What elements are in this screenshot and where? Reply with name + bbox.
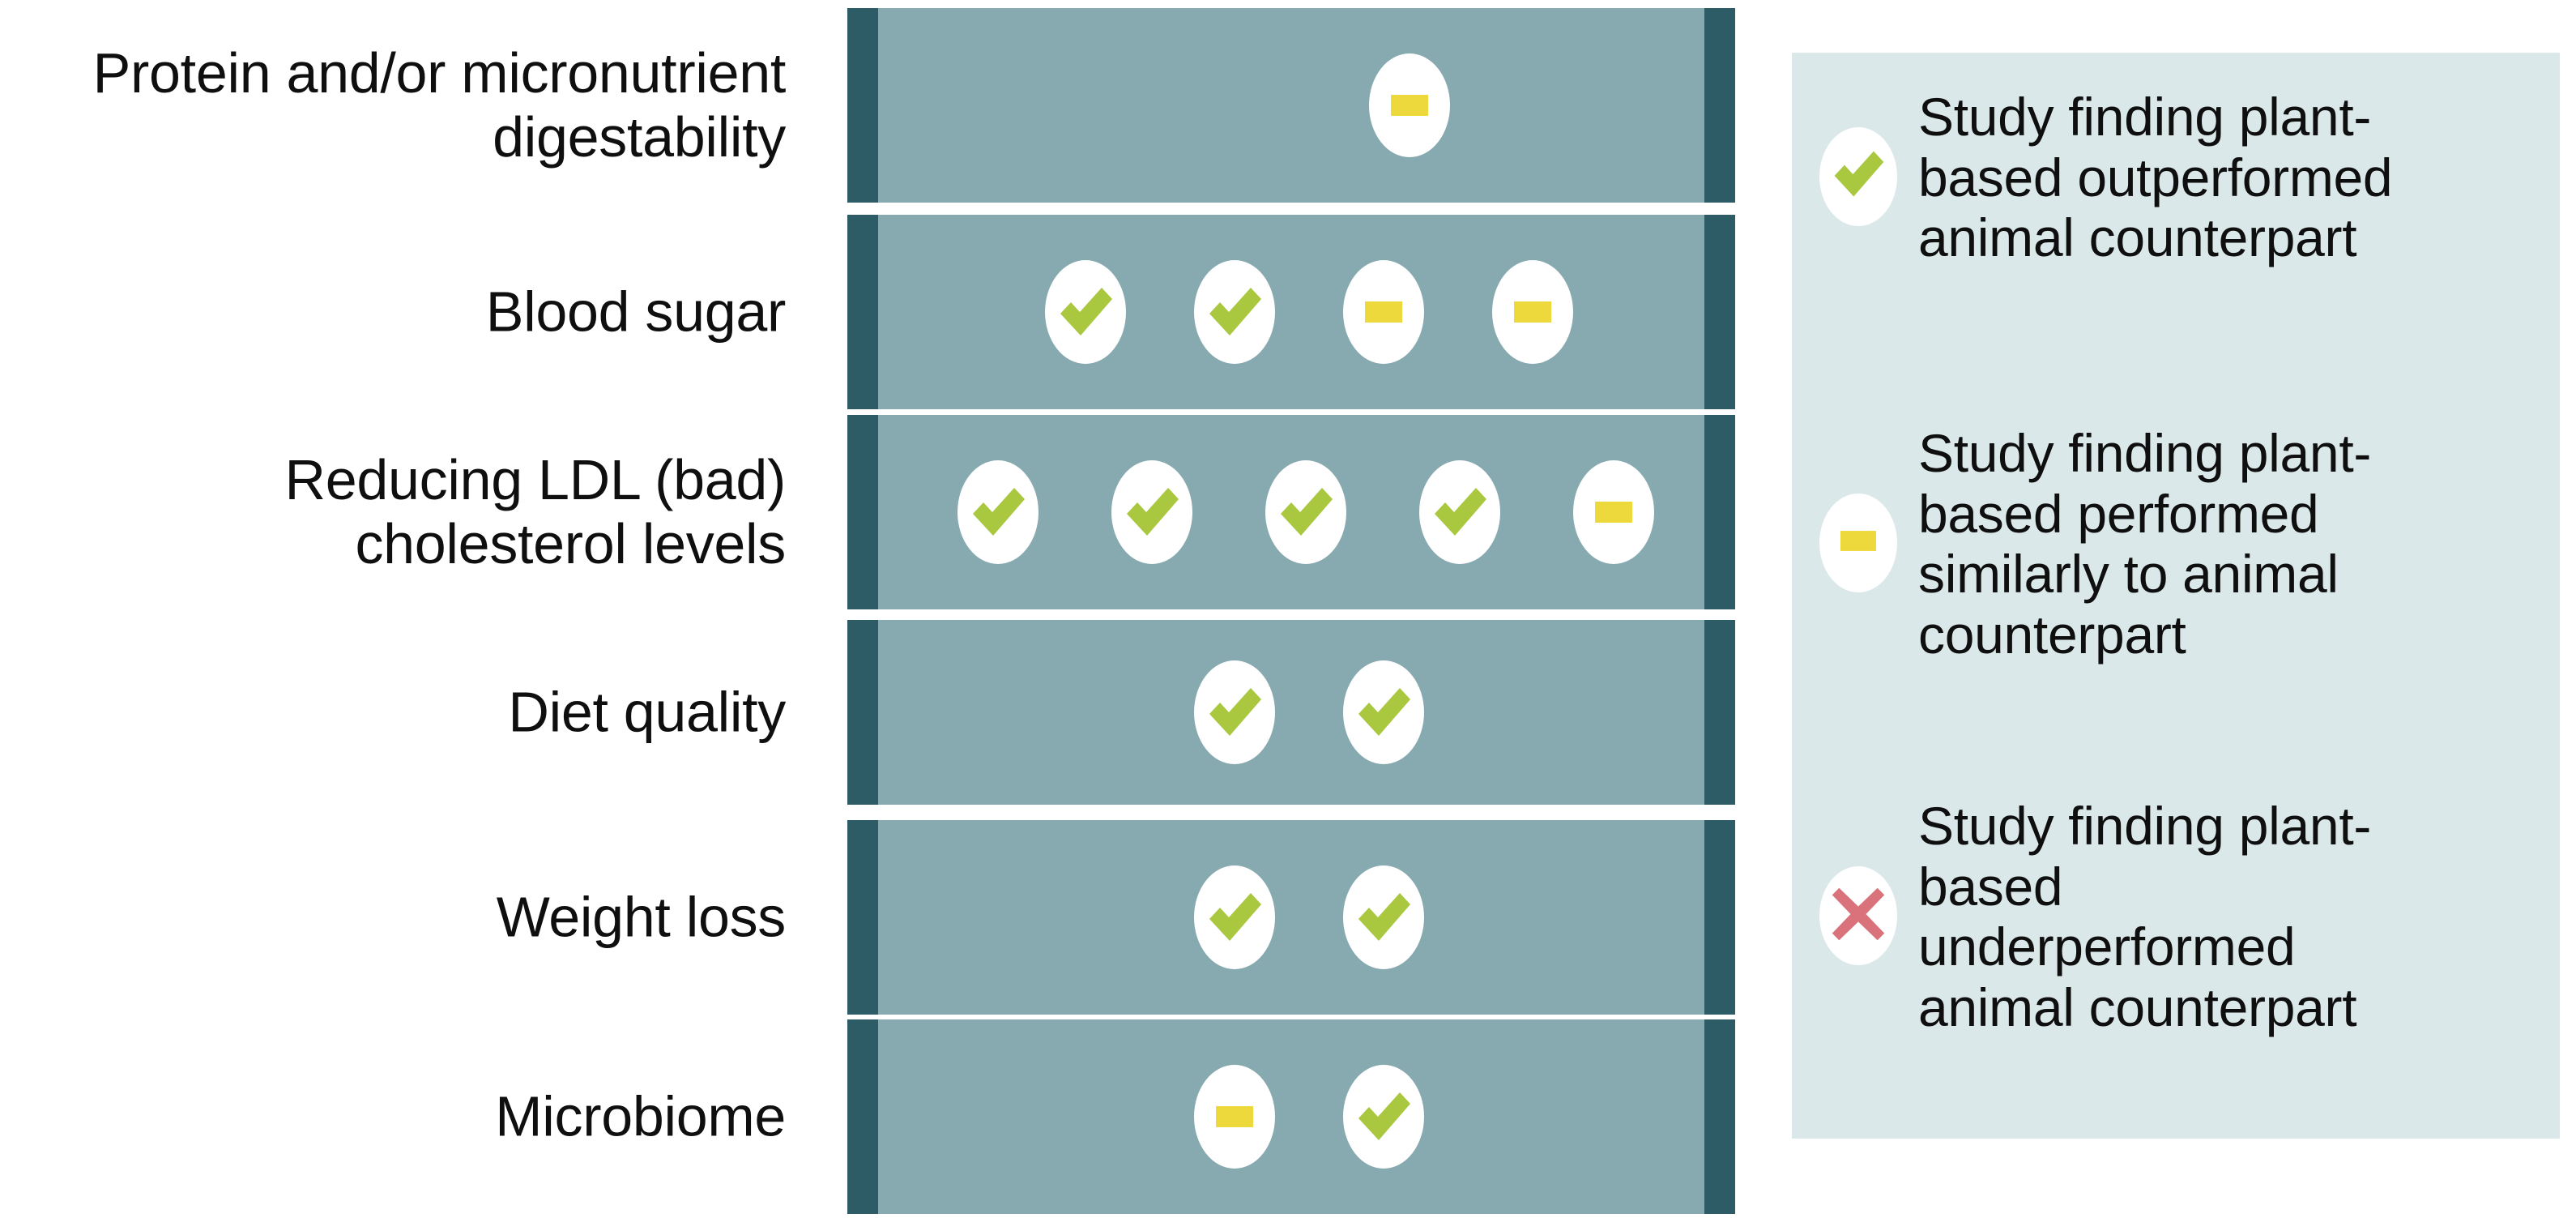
check-mark-icon bbox=[1204, 682, 1265, 743]
check-mark-icon bbox=[1829, 145, 1887, 207]
bar-end-cap-right bbox=[1704, 8, 1735, 203]
study-result-marker bbox=[1194, 865, 1275, 969]
bar-end-cap-right bbox=[1704, 415, 1735, 609]
study-result-marker bbox=[1343, 260, 1424, 364]
study-result-marker bbox=[1343, 660, 1424, 764]
legend-marker bbox=[1819, 126, 1897, 226]
bar-end-cap-left bbox=[847, 8, 878, 203]
check-mark-icon bbox=[1353, 682, 1414, 743]
legend-marker bbox=[1819, 866, 1897, 965]
row-label: Diet quality bbox=[508, 680, 786, 744]
bar-end-cap-left bbox=[847, 215, 878, 409]
row-label: Protein and/or micronutrient digestabili… bbox=[92, 41, 787, 169]
check-mark-icon bbox=[1204, 281, 1265, 343]
bar-track bbox=[878, 1019, 1704, 1214]
dash-equal-icon bbox=[1391, 95, 1428, 116]
study-result-marker bbox=[957, 460, 1039, 564]
legend-panel: Study finding plant- based outperformed … bbox=[1792, 53, 2560, 1139]
legend-label: Study finding plant- based underperforme… bbox=[1918, 796, 2372, 1037]
study-result-marker bbox=[1343, 865, 1424, 969]
bar-row bbox=[847, 415, 1735, 609]
check-mark-icon bbox=[1121, 481, 1183, 543]
legend-marker bbox=[1819, 494, 1897, 592]
bar-row bbox=[847, 620, 1735, 805]
row-label: Microbiome bbox=[495, 1084, 786, 1148]
study-result-marker bbox=[1419, 460, 1500, 564]
study-result-marker bbox=[1194, 660, 1275, 764]
bar-track bbox=[878, 8, 1704, 203]
check-mark-icon bbox=[1055, 281, 1116, 343]
study-result-marker bbox=[1194, 1065, 1275, 1169]
study-result-marker bbox=[1343, 1065, 1424, 1169]
dash-equal-icon bbox=[1840, 531, 1876, 555]
study-result-marker bbox=[1111, 460, 1192, 564]
legend-item: Study finding plant- based underperforme… bbox=[1819, 794, 2540, 1037]
check-mark-icon bbox=[1353, 887, 1414, 948]
row-label: Blood sugar bbox=[485, 280, 787, 344]
check-mark-icon bbox=[1429, 481, 1491, 543]
bar-track bbox=[878, 620, 1704, 805]
check-mark-icon bbox=[1353, 1086, 1414, 1147]
bar-end-cap-left bbox=[847, 620, 878, 805]
cross-mark-icon bbox=[1829, 885, 1887, 947]
bar-end-cap-right bbox=[1704, 620, 1735, 805]
dash-equal-icon bbox=[1216, 1106, 1253, 1127]
check-mark-icon bbox=[1204, 887, 1265, 948]
bar-row bbox=[847, 215, 1735, 409]
check-mark-icon bbox=[1275, 481, 1337, 543]
study-result-marker bbox=[1194, 260, 1275, 364]
bar-end-cap-right bbox=[1704, 820, 1735, 1015]
check-mark-icon bbox=[967, 481, 1029, 543]
legend-item: Study finding plant- based outperformed … bbox=[1819, 85, 2540, 268]
bar-row bbox=[847, 1019, 1735, 1214]
bar-row bbox=[847, 820, 1735, 1015]
dash-equal-icon bbox=[1514, 301, 1551, 323]
dash-equal-icon bbox=[1365, 301, 1402, 323]
bar-row bbox=[847, 8, 1735, 203]
row-label: Weight loss bbox=[496, 885, 787, 949]
study-result-marker bbox=[1492, 260, 1573, 364]
bar-end-cap-left bbox=[847, 415, 878, 609]
legend-label: Study finding plant- based outperformed … bbox=[1918, 87, 2393, 268]
row-label: Reducing LDL (bad) cholesterol levels bbox=[284, 447, 787, 575]
study-result-marker bbox=[1573, 460, 1654, 564]
bar-end-cap-left bbox=[847, 820, 878, 1015]
study-result-marker bbox=[1265, 460, 1346, 564]
legend-item: Study finding plant- based performed sim… bbox=[1819, 421, 2540, 665]
study-result-marker bbox=[1045, 260, 1126, 364]
bar-end-cap-left bbox=[847, 1019, 878, 1214]
bar-end-cap-right bbox=[1704, 1019, 1735, 1214]
bar-track bbox=[878, 215, 1704, 409]
bar-end-cap-right bbox=[1704, 215, 1735, 409]
dash-equal-icon bbox=[1595, 502, 1632, 523]
legend-label: Study finding plant- based performed sim… bbox=[1918, 423, 2372, 665]
study-result-marker bbox=[1369, 53, 1450, 157]
bar-track bbox=[878, 820, 1704, 1015]
